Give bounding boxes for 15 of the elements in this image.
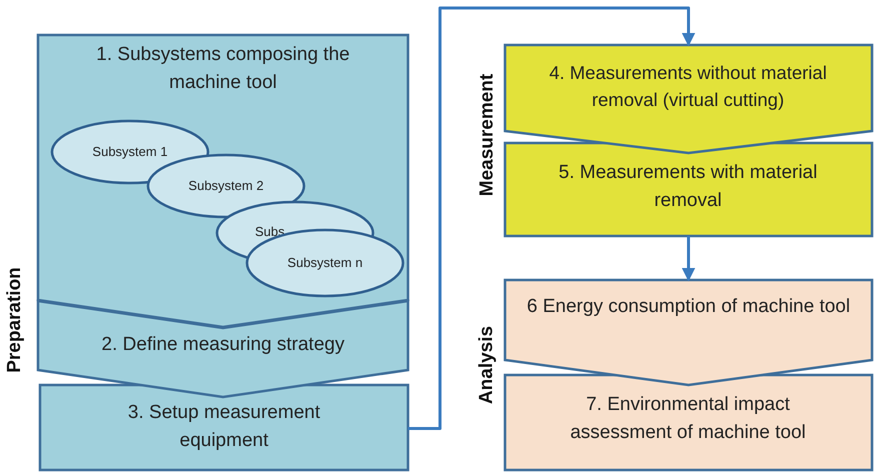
step-label: 4. Measurements without material removal (virtual cutting): [548, 61, 828, 112]
step-label: 3. Setup measurement equipment: [126, 401, 322, 453]
arrow: [682, 236, 696, 282]
phase-label: Preparation: [4, 267, 26, 373]
step-label: 2. Define measuring strategy: [100, 333, 346, 357]
step-label: 1. Subsystems composing the machine tool: [95, 43, 351, 95]
phase-label: Analysis: [476, 326, 498, 404]
step-label: 5. Measurements with material removal: [558, 161, 818, 213]
subsystem-label: Subsystem 1: [91, 143, 169, 161]
subsystem-label: Subsystem n: [286, 254, 364, 272]
step-label: 7. Environmental impact assessment of machine tool: [569, 393, 807, 445]
subsystem-label: Subsystem 2: [187, 177, 265, 195]
arrow: [408, 6, 696, 430]
step-label: 6 Energy consumption of machine tool: [526, 295, 852, 319]
phase-label: Measurement: [476, 74, 498, 196]
